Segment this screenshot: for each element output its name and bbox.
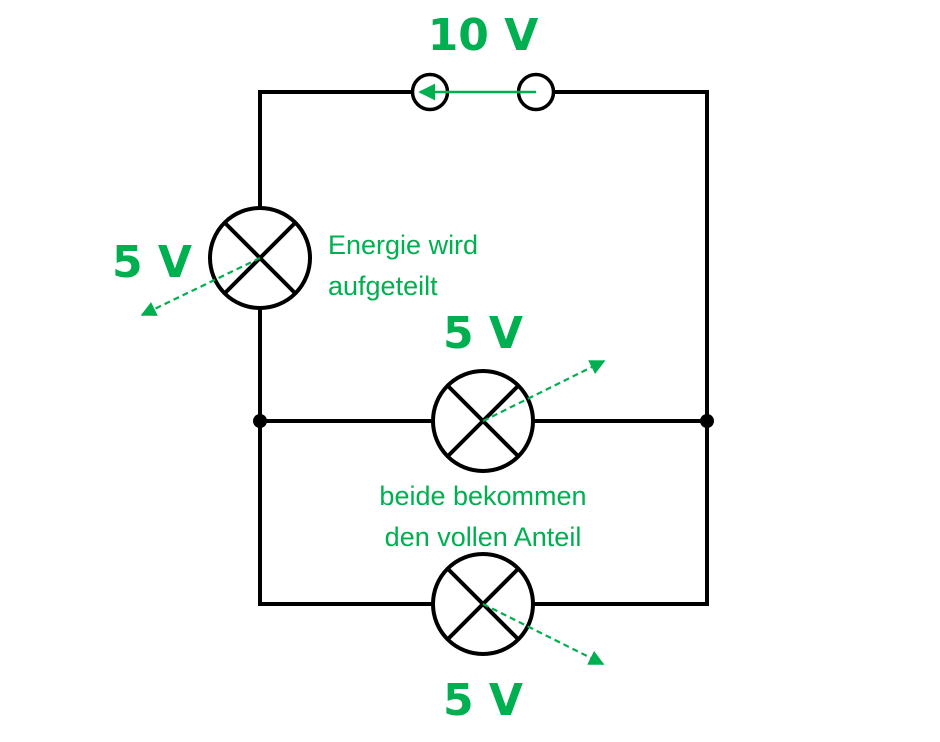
source-voltage-label: 10 V [428,10,539,61]
parallel-note-line1: beide bekommen [379,481,586,511]
parallel-bottom-energy-arrow [482,603,605,665]
series-lamp-energy-arrow [140,257,261,316]
parallel-bottom-voltage-label: 5 V [443,675,523,726]
top-left-wire [258,90,414,211]
top-right-wire [552,90,709,423]
parallel-top-voltage-label: 5 V [443,308,523,359]
series-note-line1: Energie wird [328,230,478,260]
junction-node-left [253,414,267,428]
parallel-note-line2: den vollen Anteil [385,522,582,552]
series-note-line2: aufgeteilt [328,271,438,301]
circuit-wires [258,90,709,606]
series-lamp-voltage-label: 5 V [112,237,192,288]
parallel-top-energy-arrow [482,360,606,422]
junction-node-right [700,414,714,428]
parallel-bottom-wire-right [532,419,709,606]
parallel-bottom-wire-left [258,419,434,606]
